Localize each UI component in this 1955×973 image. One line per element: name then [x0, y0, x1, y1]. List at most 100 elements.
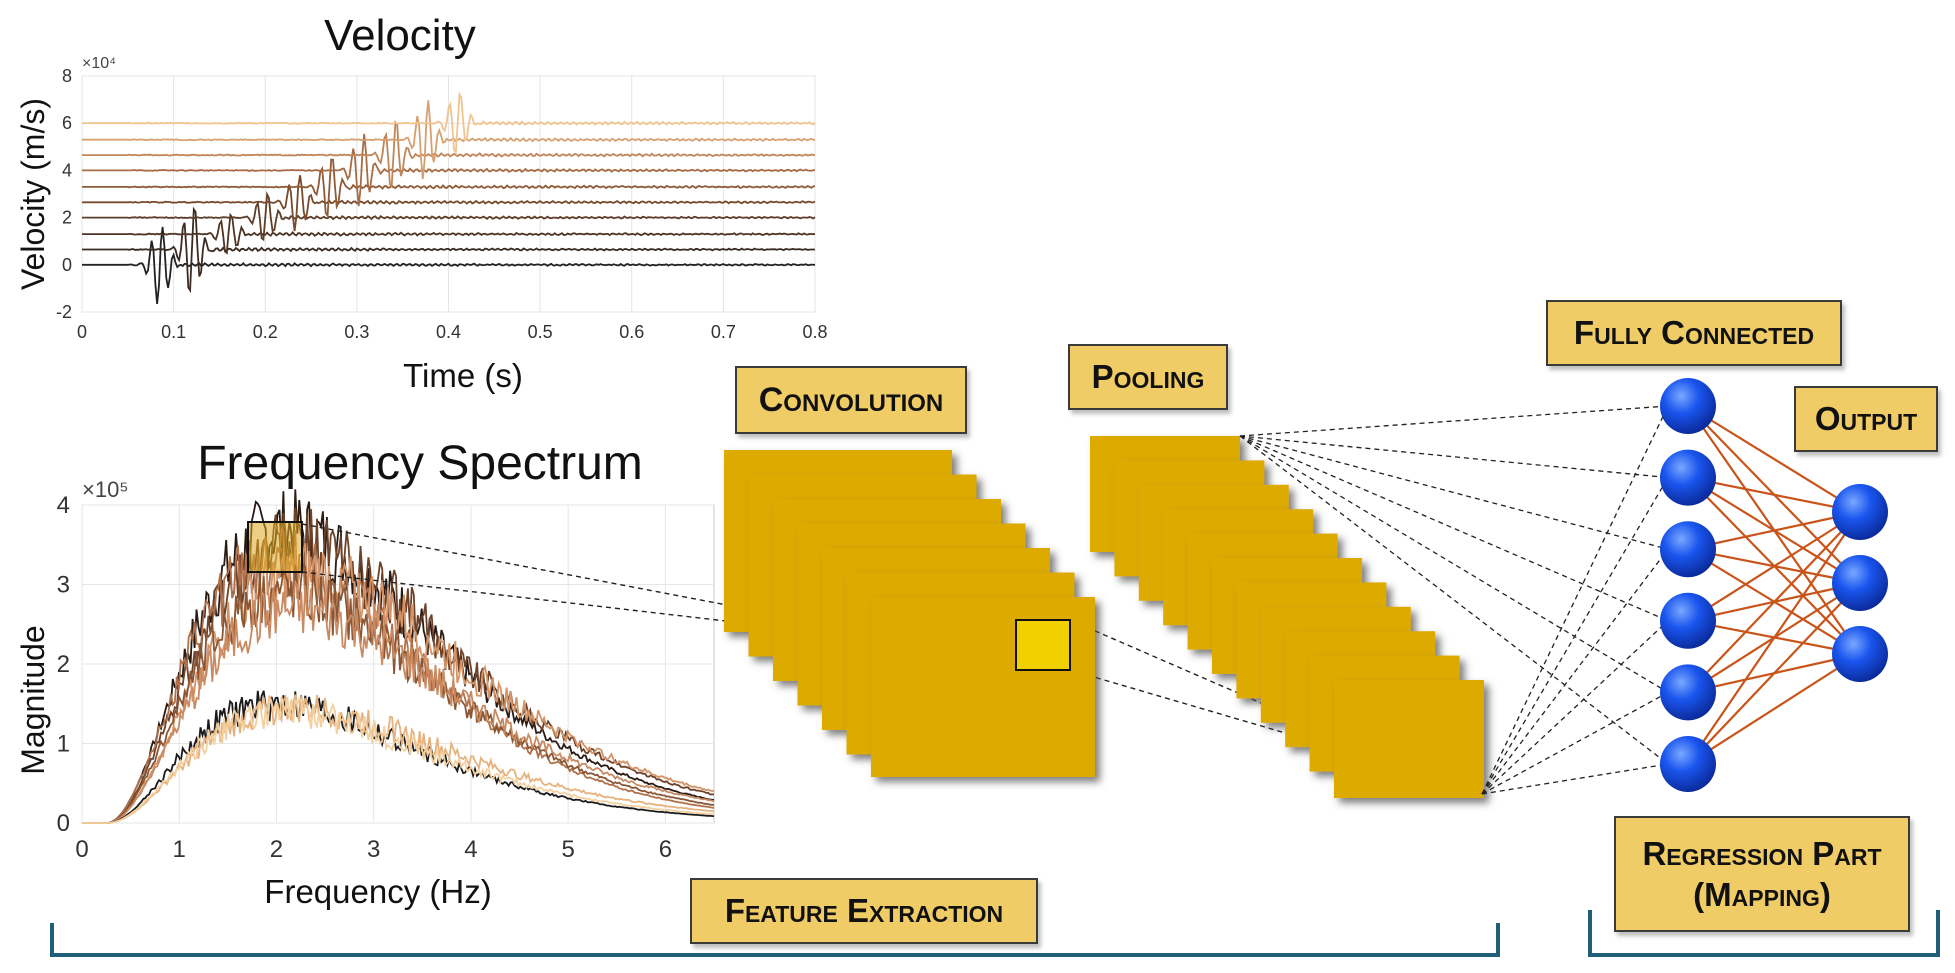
velocity-trace — [82, 226, 816, 304]
spectrum-grid — [81, 504, 714, 824]
velocity-trace — [82, 100, 815, 179]
pool-fc-line — [1481, 548, 1669, 795]
velocity-trace — [82, 212, 816, 255]
spectrum-x-tick: 6 — [659, 836, 672, 863]
spectrum-highlight-window — [247, 521, 303, 573]
regression-label-line2: (Mapping) — [1693, 876, 1831, 913]
fc-output-connection — [1687, 511, 1861, 622]
fc-output-connection — [1687, 476, 1861, 514]
regression-label-line1: Regression Part — [1642, 834, 1882, 872]
velocity-y-tick: -2 — [56, 302, 72, 322]
velocity-x-tick: 0 — [77, 322, 87, 342]
velocity-x-tick: 0.3 — [344, 322, 369, 342]
velocity-y-tick: 2 — [62, 208, 72, 228]
regression-part-label: Regression Part (Mapping) — [1614, 816, 1910, 932]
velocity-x-tick: 0.7 — [711, 322, 736, 342]
spectrum-x-tick: 5 — [561, 836, 574, 863]
spectrum-series — [82, 489, 715, 824]
output-neuron — [1832, 555, 1888, 611]
velocity-x-tick: 0.2 — [253, 322, 278, 342]
spectrum-y-tick: 4 — [57, 492, 70, 519]
velocity-y-tick: 8 — [62, 66, 72, 86]
convolution-label: Convolution — [735, 366, 967, 434]
velocity-y-tick: 6 — [62, 113, 72, 133]
velocity-y-multiplier: ×10⁴ — [82, 55, 116, 72]
pool-fc-line — [1481, 620, 1669, 795]
fc-output-connection — [1687, 511, 1861, 765]
fc-output-connection — [1687, 405, 1861, 513]
output-neuron — [1832, 484, 1888, 540]
spectrum-x-tick: 1 — [173, 836, 186, 863]
pool-fc-line — [1239, 435, 1669, 622]
velocity-title: Velocity — [324, 11, 476, 60]
pool-fc-line — [1239, 435, 1669, 693]
velocity-x-tick: 0.4 — [436, 322, 461, 342]
fc-neuron — [1660, 521, 1716, 578]
velocity-x-ticks: 0 0.1 0.2 0.3 0.4 0.5 0.6 0.7 0.8 — [77, 322, 828, 342]
convolution-feature-maps — [724, 450, 1095, 777]
pool-fc-line — [1239, 435, 1669, 479]
convolution-kernel-window — [1015, 619, 1071, 671]
velocity-trace — [82, 133, 816, 207]
spectrum-x-tick: 4 — [464, 836, 477, 863]
pool-fc-line — [1481, 405, 1669, 795]
pooling-map — [1334, 680, 1484, 798]
velocity-y-tick: 4 — [62, 160, 72, 180]
pool-fc-line — [1239, 435, 1669, 550]
spectrum-y-tick: 1 — [57, 731, 70, 758]
spectrum-y-label: Magnitude — [15, 625, 51, 774]
pooling-label: Pooling — [1068, 344, 1228, 410]
spectrum-x-tick: 3 — [367, 836, 380, 863]
fc-output-connection — [1687, 653, 1861, 765]
velocity-y-ticks: -2 0 2 4 6 8 — [56, 66, 72, 322]
spectrum-x-label: Frequency (Hz) — [264, 873, 491, 910]
feature-extraction-label: Feature Extraction — [690, 878, 1038, 944]
spectrum-trace — [82, 696, 715, 824]
spectrum-title: Frequency Spectrum — [197, 437, 643, 490]
feature-extraction-brace — [50, 923, 1500, 957]
spectrum-trace — [82, 580, 715, 824]
velocity-trace — [82, 158, 816, 218]
velocity-y-label: Velocity (m/s) — [15, 98, 51, 290]
fully-connected-label: Fully Connected — [1546, 300, 1842, 366]
fc-output-connection — [1687, 510, 1861, 551]
velocity-y-tick: 0 — [62, 255, 72, 275]
velocity-x-tick: 0.5 — [528, 322, 553, 342]
spectrum-y-tick: 3 — [57, 572, 70, 599]
output-neurons — [1832, 484, 1888, 682]
fc-to-output-connections — [1687, 405, 1861, 765]
velocity-x-tick: 0.6 — [619, 322, 644, 342]
spectrum-y-multiplier: ×10⁵ — [82, 477, 128, 502]
pooling-feature-maps — [1090, 436, 1484, 798]
fc-output-connection — [1687, 582, 1861, 765]
fc-neuron — [1660, 592, 1716, 649]
velocity-trace — [82, 120, 816, 189]
velocity-trace — [82, 191, 816, 242]
spectrum-y-tick: 2 — [57, 651, 70, 678]
pool-to-fc-lines — [1239, 405, 1669, 795]
output-neuron — [1832, 626, 1888, 682]
fc-neuron — [1660, 378, 1716, 434]
spectrum-y-tick: 0 — [57, 810, 70, 837]
velocity-trace — [82, 206, 816, 294]
fc-neuron — [1660, 449, 1716, 506]
velocity-x-label: Time (s) — [403, 357, 523, 394]
spectrum-trace — [82, 690, 715, 824]
spectrum-x-tick: 2 — [270, 836, 283, 863]
velocity-series — [82, 91, 816, 304]
fully-connected-neurons — [1660, 378, 1716, 792]
velocity-x-tick: 0.1 — [161, 322, 186, 342]
velocity-trace — [82, 175, 816, 232]
fc-neuron — [1660, 736, 1716, 792]
regression-brace — [1588, 910, 1940, 957]
fc-output-connection — [1687, 511, 1861, 694]
output-label: Output — [1794, 386, 1938, 452]
pool-fc-line — [1239, 405, 1669, 437]
fc-neuron — [1660, 664, 1716, 721]
velocity-x-tick: 0.8 — [802, 322, 827, 342]
pool-fc-line — [1481, 477, 1669, 795]
